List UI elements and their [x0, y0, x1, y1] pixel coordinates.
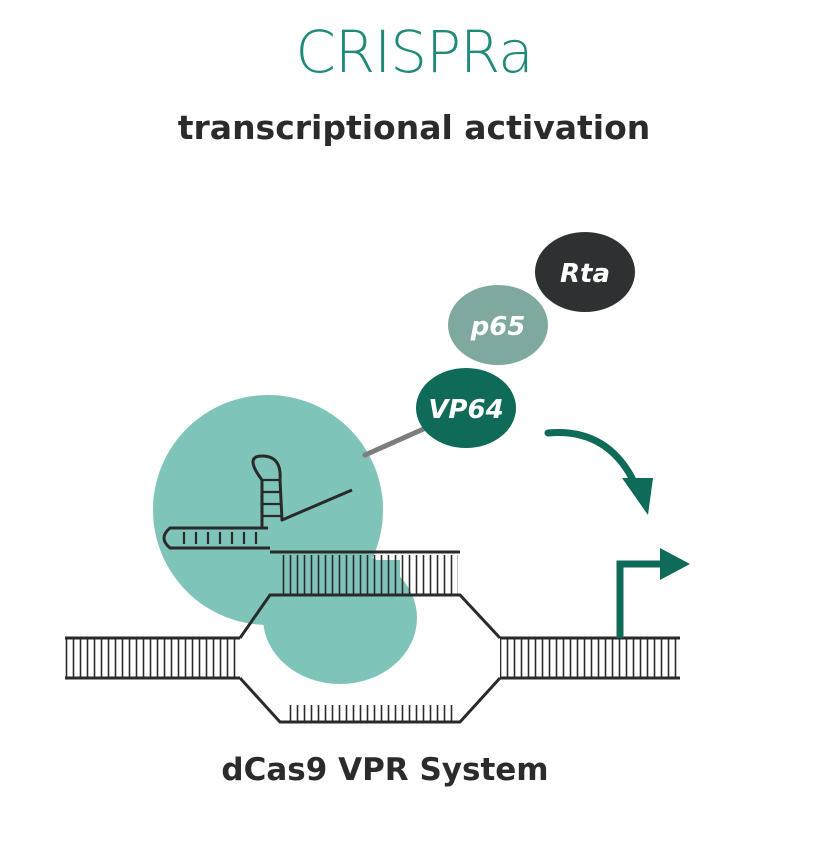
p65-domain: p65 [448, 285, 548, 365]
rta-label: Rta [560, 259, 610, 289]
p65-label: p65 [470, 312, 526, 342]
sgrna-scaffold [162, 454, 353, 550]
vp64-domain: VP64 [416, 368, 516, 448]
linker [362, 424, 431, 458]
diagram-caption: dCas9 VPR System [221, 752, 549, 788]
sgrna-target-duplex [270, 550, 460, 595]
dna-left [65, 636, 240, 680]
rta-domain: Rta [535, 232, 635, 312]
promoter-arrow-icon [616, 548, 690, 638]
diagram-title: CRISPRa [295, 18, 533, 86]
dna-right [500, 636, 680, 680]
curved-arrow-icon [544, 429, 653, 515]
diagram-subtitle: transcriptional activation [177, 108, 651, 147]
vp64-label: VP64 [428, 395, 503, 425]
